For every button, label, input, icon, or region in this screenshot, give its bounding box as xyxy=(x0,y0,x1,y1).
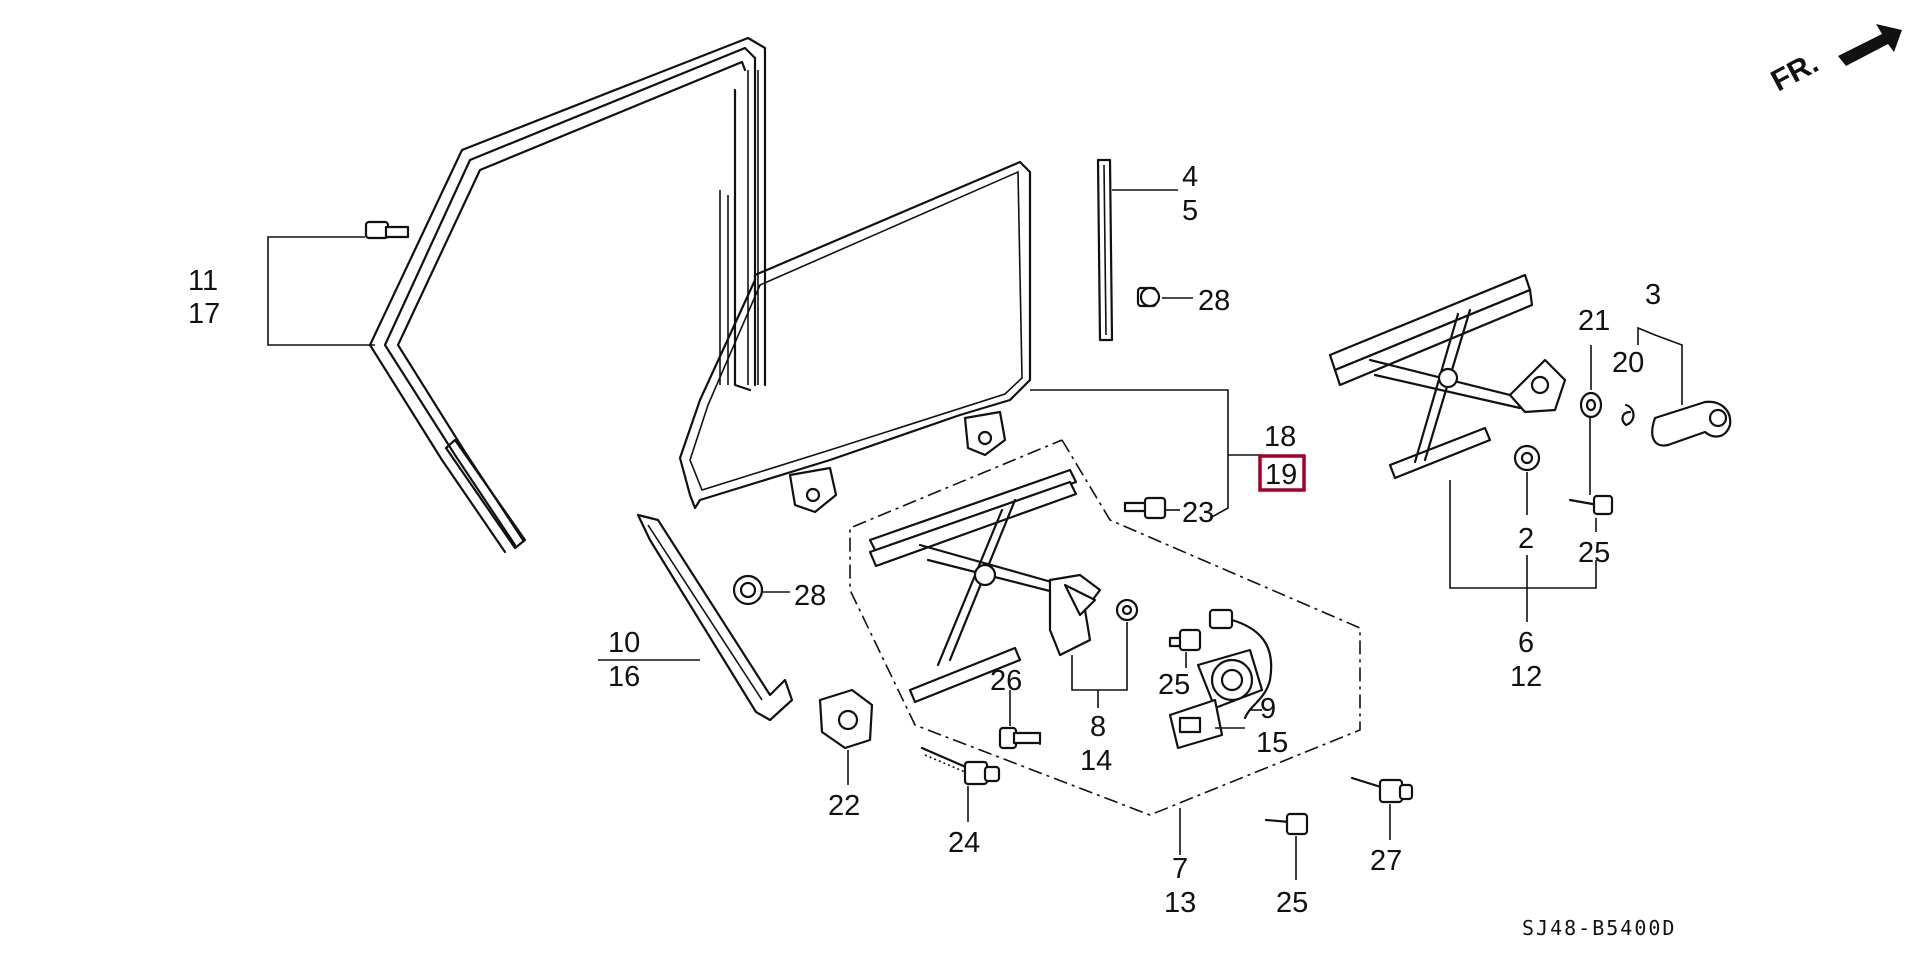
diagram-code: SJ48-B5400D xyxy=(1522,916,1676,940)
label-16: 16 xyxy=(608,661,640,693)
window-regulator-right-part xyxy=(1328,273,1567,480)
window-handle-part xyxy=(1637,326,1732,447)
front-direction-arrow-icon xyxy=(1838,24,1902,66)
door-glass-part xyxy=(678,160,1032,514)
label-8: 8 xyxy=(1090,711,1106,743)
window-regulator-part xyxy=(868,468,1102,704)
washer-part-21 xyxy=(1579,345,1603,419)
glass-channel-part xyxy=(1096,158,1178,342)
bolt-part-27 xyxy=(1350,776,1414,840)
label-13: 13 xyxy=(1164,887,1196,919)
highlight-box-19 xyxy=(1258,454,1306,492)
clip-part-20 xyxy=(1621,403,1635,427)
label-23: 23 xyxy=(1182,497,1214,529)
label-17: 17 xyxy=(188,298,220,330)
leader-8-14 xyxy=(1071,622,1128,691)
rear-channel-part xyxy=(598,513,794,722)
washer-part-8 xyxy=(1115,598,1139,622)
nut-part-28-mid xyxy=(732,574,790,606)
label-25-bottom: 25 xyxy=(1276,887,1308,919)
label-24: 24 xyxy=(948,827,980,859)
bolt-part-24 xyxy=(920,746,1001,822)
bolt-part-25-motor xyxy=(1168,628,1202,668)
label-27: 27 xyxy=(1370,845,1402,877)
label-15: 15 xyxy=(1256,727,1288,759)
label-11: 11 xyxy=(188,265,218,297)
run-channel-part xyxy=(368,36,767,554)
label-28-top: 28 xyxy=(1198,285,1230,317)
bolt-part-25-right xyxy=(1568,410,1614,532)
nut-part-2 xyxy=(1513,444,1541,515)
bolt-part-23 xyxy=(1123,496,1180,520)
label-28-mid: 28 xyxy=(794,580,826,612)
label-12: 12 xyxy=(1510,661,1542,693)
leader-11-17 xyxy=(267,236,375,346)
nut-part-28-top xyxy=(1136,286,1193,308)
label-26: 26 xyxy=(990,665,1022,697)
front-direction-indicator: FR. xyxy=(1766,24,1902,98)
bolt-part-25-bottom xyxy=(1264,812,1309,880)
label-3: 3 xyxy=(1645,279,1661,311)
window-motor-part xyxy=(1168,608,1273,750)
label-21: 21 xyxy=(1578,305,1610,337)
label-14: 14 xyxy=(1080,745,1112,777)
leader-18-19 xyxy=(1030,389,1229,519)
label-9: 9 xyxy=(1260,693,1276,725)
label-7: 7 xyxy=(1172,853,1188,885)
label-20: 20 xyxy=(1612,347,1644,379)
clip-part-22 xyxy=(818,688,874,785)
label-2: 2 xyxy=(1518,523,1534,555)
label-22: 22 xyxy=(828,790,860,822)
leader-2-25 xyxy=(1449,480,1597,589)
label-6: 6 xyxy=(1518,627,1534,659)
bolt-part-26 xyxy=(998,690,1042,750)
label-18: 18 xyxy=(1264,421,1296,453)
label-4: 4 xyxy=(1182,161,1198,193)
bolt-part-11 xyxy=(364,220,410,240)
regulator-assembly-outline xyxy=(849,439,1361,816)
label-25-right: 25 xyxy=(1578,537,1610,569)
label-19: 19 xyxy=(1265,459,1297,491)
label-5: 5 xyxy=(1182,195,1198,227)
label-25-motor: 25 xyxy=(1158,669,1190,701)
fr-label: FR. xyxy=(1766,46,1824,98)
label-10: 10 xyxy=(608,627,640,659)
